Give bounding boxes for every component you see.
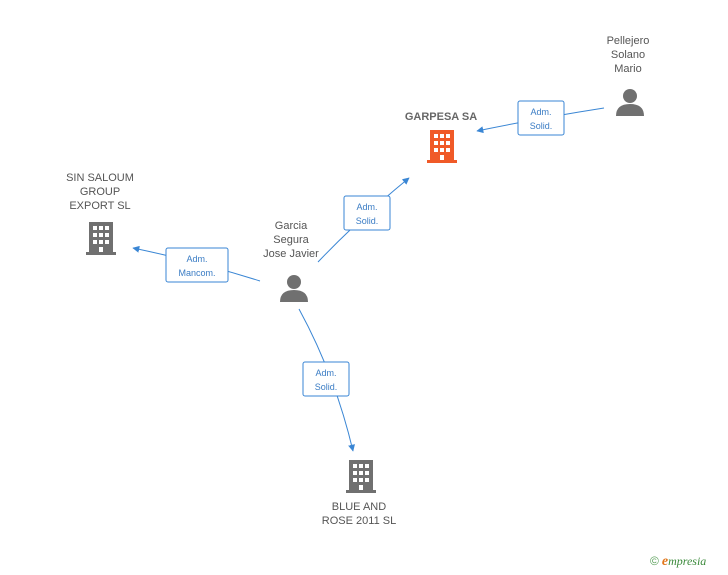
- building-icon: [86, 222, 116, 255]
- node-label: GROUP: [80, 186, 120, 198]
- person-icon: [280, 275, 308, 302]
- edge-label-line: Solid.: [356, 216, 379, 226]
- edge-label-line: Solid.: [530, 121, 553, 131]
- node-label: BLUE AND: [332, 501, 386, 513]
- edge-label-garcia-blue-rose[interactable]: Adm. Solid.: [302, 361, 350, 397]
- building-icon: [427, 130, 457, 163]
- person-icon: [616, 89, 644, 116]
- node-label: ROSE 2011 SL: [322, 515, 396, 527]
- edge-label-pellejero-garpesa[interactable]: Adm. Solid.: [517, 100, 565, 136]
- node-label: SIN SALOUM: [66, 172, 134, 184]
- copyright-icon: ©: [650, 554, 659, 568]
- node-label: Solano: [611, 49, 645, 61]
- node-blue-rose[interactable]: BLUE AND ROSE 2011 SL: [322, 460, 396, 527]
- node-label: Segura: [273, 234, 309, 246]
- node-label: Mario: [614, 63, 642, 75]
- node-garpesa[interactable]: GARPESA SA: [405, 111, 477, 163]
- edge-label-line: Adm.: [530, 107, 551, 117]
- edge-label-line: Mancom.: [178, 268, 215, 278]
- node-label: EXPORT SL: [69, 200, 130, 212]
- edge-label-garcia-sin-saloum[interactable]: Adm. Mancom.: [165, 247, 229, 283]
- brand-logo: ©empresia: [650, 554, 706, 570]
- node-label: Pellejero: [607, 35, 650, 47]
- edge-label-line: Adm.: [186, 254, 207, 264]
- brand-logo-e: e: [661, 554, 669, 569]
- node-garcia[interactable]: Garcia Segura Jose Javier: [263, 220, 319, 302]
- node-label: GARPESA SA: [405, 111, 477, 123]
- edge-label-line: Solid.: [315, 382, 338, 392]
- node-pellejero[interactable]: Pellejero Solano Mario: [607, 35, 650, 116]
- node-sin-saloum[interactable]: SIN SALOUM GROUP EXPORT SL: [66, 172, 134, 255]
- node-label: Garcia: [275, 220, 308, 232]
- edge-label-line: Adm.: [356, 202, 377, 212]
- node-label: Jose Javier: [263, 248, 319, 260]
- brand-logo-text: mpresia: [668, 554, 707, 568]
- edge-label-line: Adm.: [315, 368, 336, 378]
- building-icon: [346, 460, 376, 493]
- edge-label-garcia-garpesa[interactable]: Adm. Solid.: [343, 195, 391, 231]
